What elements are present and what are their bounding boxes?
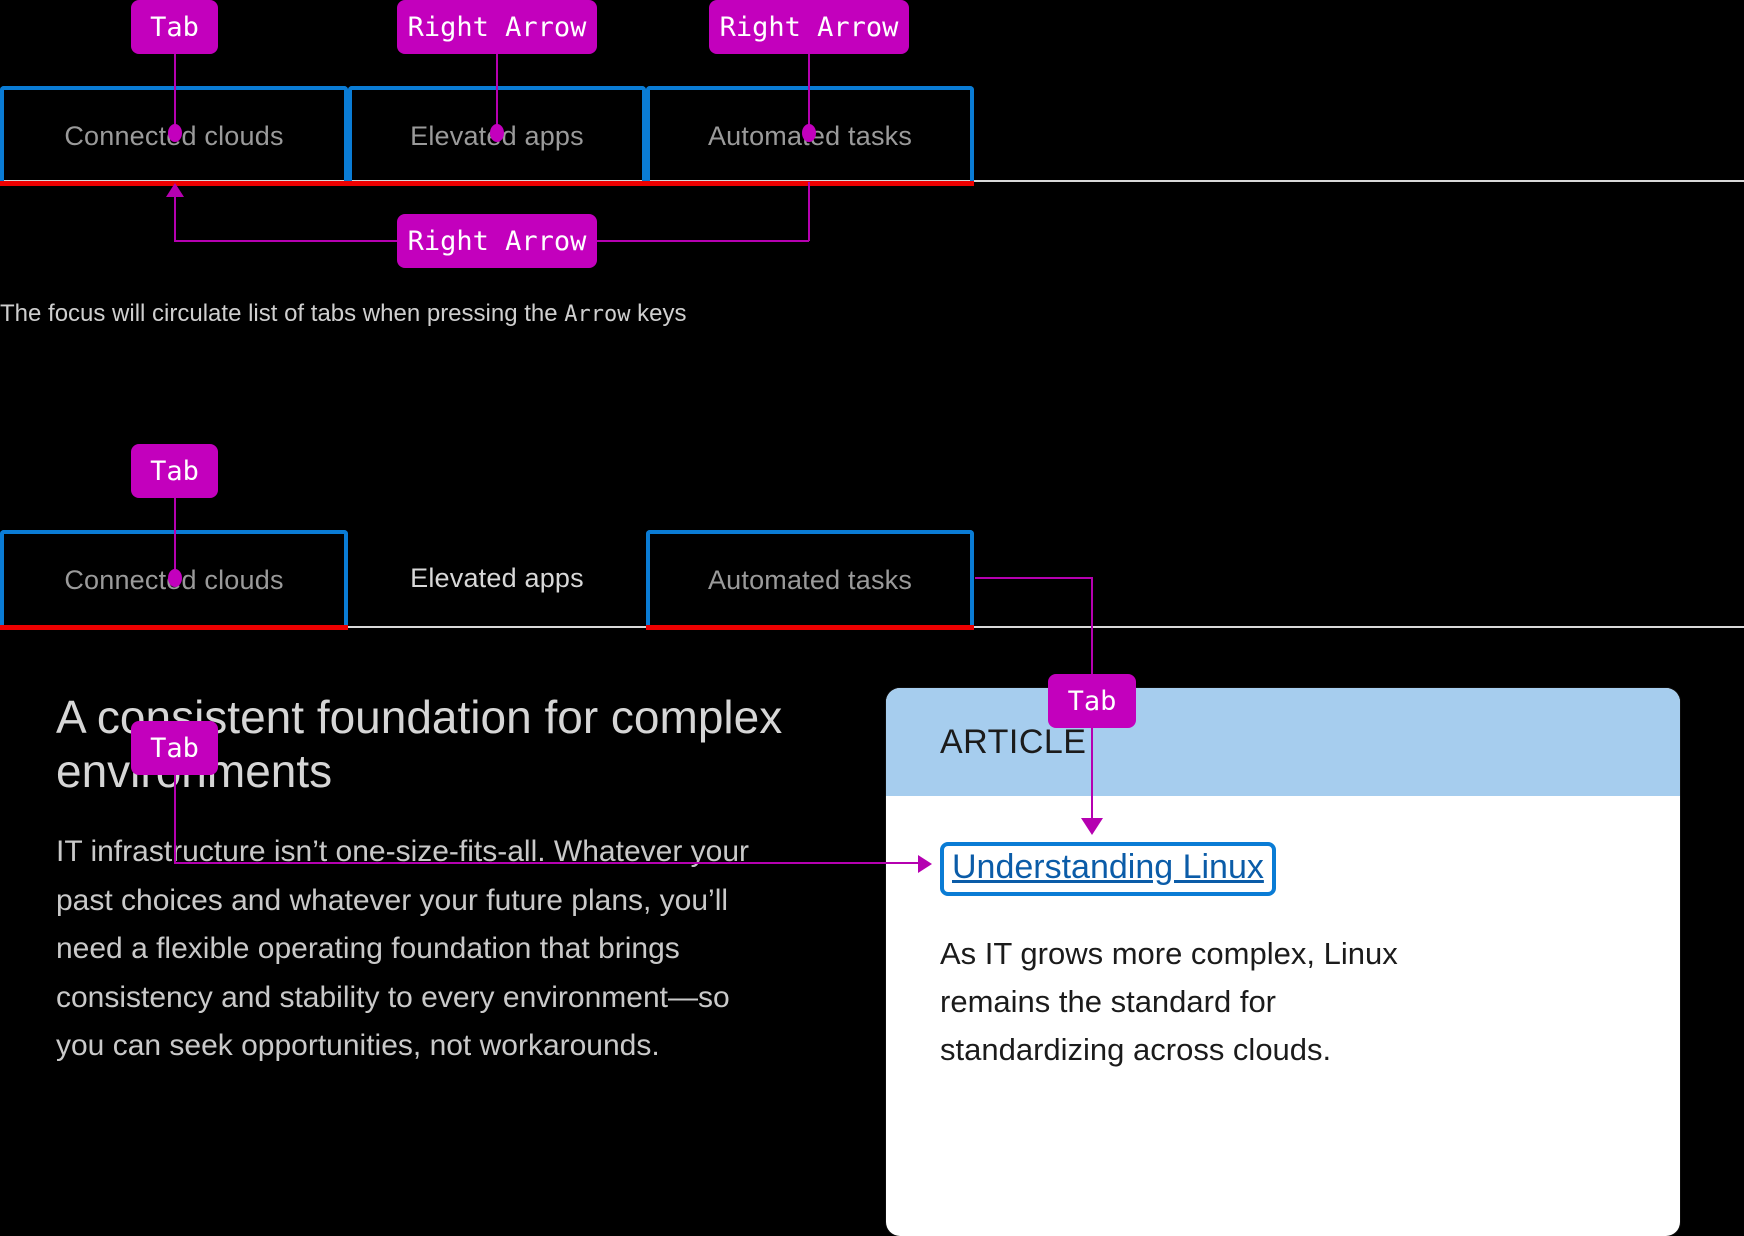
caption-key-name: Arrow — [564, 302, 631, 327]
connector-line — [174, 54, 176, 134]
callout-badge-right-arrow-s1-b: Right Arrow — [709, 0, 909, 54]
connector-line — [597, 240, 809, 242]
connector-line — [174, 196, 176, 241]
connector-arrowhead-down — [1081, 818, 1103, 835]
tab-automated-tasks-s2[interactable]: Automated tasks — [646, 530, 974, 630]
callout-badge-tab-s2-c: Tab — [1048, 674, 1136, 728]
connector-line — [496, 54, 498, 134]
caption-suffix: keys — [630, 300, 687, 327]
article-card-body: Understanding Linux As IT grows more com… — [886, 796, 1680, 1114]
connector-line — [174, 862, 920, 864]
tabstrip-s1: Connected clouds Elevated apps Automated… — [0, 86, 1744, 186]
article-card-text: As IT grows more complex, Linux remains … — [940, 935, 1398, 1067]
connector-line — [174, 775, 176, 863]
callout-badge-tab-s2-b: Tab — [131, 721, 218, 775]
section-one-caption: The focus will circulate list of tabs wh… — [0, 300, 687, 328]
article-card-header: ARTICLE — [886, 688, 1680, 796]
callout-badge-right-arrow-s1-a: Right Arrow — [397, 0, 597, 54]
connector-line — [174, 240, 398, 242]
connector-line — [1091, 577, 1093, 675]
connector-dot — [168, 569, 182, 587]
tab-label: Elevated apps — [410, 562, 584, 593]
tab-label: Automated tasks — [707, 564, 913, 595]
callout-badge-right-arrow-s1-wrap: Right Arrow — [397, 214, 597, 268]
caption-prefix: The focus will circulate list of tabs wh… — [0, 300, 565, 327]
connector-line — [174, 498, 176, 578]
callout-badge-tab-s2-a: Tab — [131, 444, 218, 498]
connector-line — [808, 54, 810, 134]
connector-dot — [168, 124, 182, 142]
connector-dot — [802, 124, 816, 142]
tab-elevated-apps-s2[interactable]: Elevated apps — [348, 530, 646, 626]
connector-line — [808, 182, 810, 241]
callout-badge-tab-s1: Tab — [131, 0, 218, 54]
connector-arrowhead-up — [166, 183, 184, 197]
connector-arrowhead-right — [918, 855, 932, 873]
article-card[interactable]: ARTICLE Understanding Linux As IT grows … — [886, 688, 1680, 1236]
panel-paragraph: IT infrastructure isn’t one-size-fits-al… — [56, 835, 750, 1063]
connector-line — [975, 577, 1092, 579]
article-link-understanding-linux[interactable]: Understanding Linux — [940, 842, 1276, 896]
article-eyebrow: ARTICLE — [940, 722, 1087, 761]
tabstrip-s2: Connected clouds Elevated apps Automated… — [0, 530, 1744, 630]
connector-dot — [490, 124, 504, 142]
connector-line — [1091, 728, 1093, 822]
